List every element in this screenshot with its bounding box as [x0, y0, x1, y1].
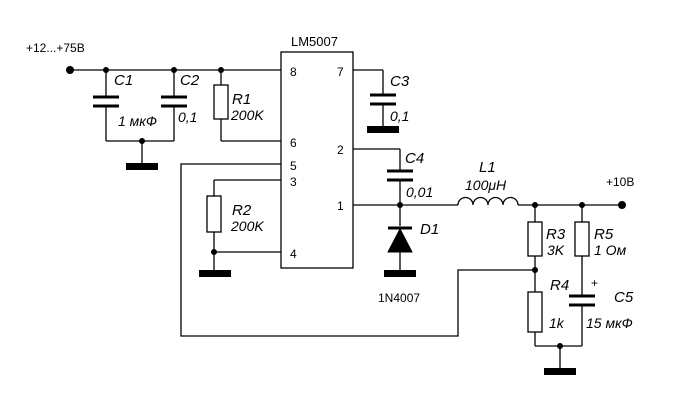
- l1-ref-label: L1: [479, 159, 496, 176]
- r3-value-label: 3K: [547, 242, 565, 258]
- input-voltage-label: +12...+75В: [26, 41, 85, 55]
- c5-ref-label: C5: [614, 289, 634, 306]
- ic-pin-1-number: 1: [337, 199, 344, 213]
- ic-lm5007-body: [280, 51, 354, 269]
- resistor-r4: [527, 291, 543, 346]
- d1-ref-label: D1: [420, 221, 439, 238]
- c2-value-label: 0,1: [178, 109, 197, 125]
- ic-pin-2-number: 2: [337, 143, 344, 157]
- c5-polarity-mark: +: [591, 276, 598, 290]
- feedback-wire: [180, 163, 535, 337]
- ic-pin-7-number: 7: [337, 65, 344, 79]
- r5-ref-label: R5: [594, 226, 614, 243]
- c1-ref-label: C1: [114, 72, 133, 89]
- capacitor-c4: [353, 148, 413, 205]
- ground-symbol: [199, 270, 231, 277]
- capacitor-c3: [353, 69, 396, 126]
- r2-value-label: 200K: [230, 218, 264, 234]
- r2-ref-label: R2: [232, 202, 252, 219]
- ground-symbol: [384, 270, 416, 277]
- r3-ref-label: R3: [546, 226, 566, 243]
- diode-d1: [387, 205, 413, 270]
- ground-symbol: [126, 163, 158, 170]
- resistor-r5: [574, 205, 590, 296]
- c4-value-label: 0,01: [406, 184, 433, 200]
- input-terminal: [66, 66, 74, 74]
- c5-value-label: 15 мкФ: [586, 315, 633, 331]
- capacitor-c5: [569, 294, 595, 346]
- resistor-r3: [527, 205, 543, 292]
- junction-dot: [211, 249, 217, 255]
- ic-pin-5-number: 5: [290, 159, 297, 173]
- output-voltage-label: +10В: [606, 175, 634, 189]
- ic-pin-4-number: 4: [290, 247, 297, 261]
- ic-pin-3-number: 3: [290, 175, 297, 189]
- r1-ref-label: R1: [232, 91, 251, 108]
- c3-ref-label: C3: [390, 73, 410, 90]
- r4-value-label: 1k: [549, 315, 565, 331]
- ground-symbol: [544, 368, 576, 375]
- ic-pin-8-number: 8: [290, 65, 297, 79]
- c2-ref-label: C2: [180, 72, 200, 89]
- c3-value-label: 0,1: [390, 108, 409, 124]
- ground-symbol: [367, 126, 399, 133]
- ic-name-label: LM5007: [291, 34, 338, 49]
- inductor-l1: [457, 196, 622, 206]
- capacitor-c2: [161, 70, 187, 141]
- output-terminal: [618, 201, 626, 209]
- c4-ref-label: C4: [405, 150, 424, 167]
- l1-value-label: 100μH: [465, 177, 507, 193]
- ic-pin-6-number: 6: [290, 136, 297, 150]
- r4-ref-label: R4: [550, 277, 569, 294]
- r1-value-label: 200K: [230, 107, 264, 123]
- resistor-r1: [213, 70, 281, 142]
- d1-value-label: 1N4007: [378, 291, 420, 305]
- c1-value-label: 1 мкФ: [118, 113, 157, 129]
- r5-value-label: 1 Ом: [594, 242, 627, 258]
- capacitor-c1: [93, 70, 119, 141]
